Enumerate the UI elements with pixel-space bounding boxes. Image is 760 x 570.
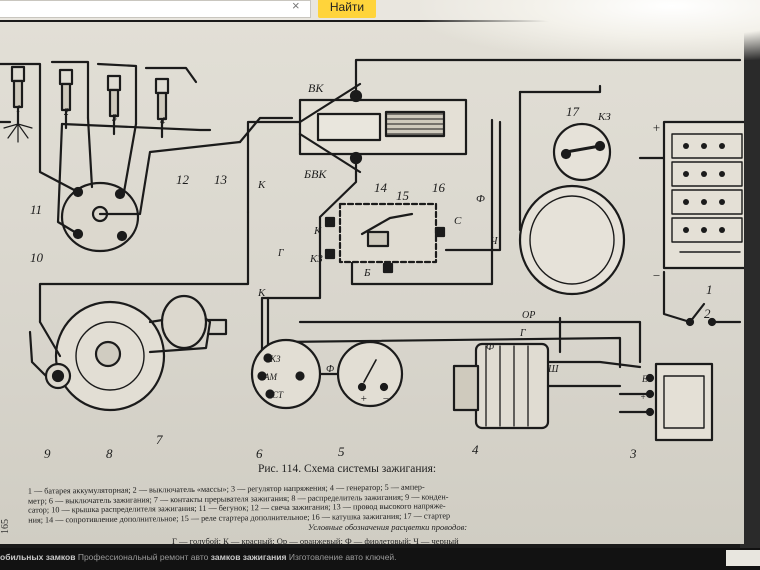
figure-legend: 1 — батарея аккумуляторная; 2 — выключат… <box>28 479 728 525</box>
label-14: 14 <box>374 180 388 195</box>
label-k-relay: К <box>313 225 322 237</box>
label-7: 7 <box>156 432 163 447</box>
label-kz-starter: КЗ <box>597 111 611 123</box>
label-13: 13 <box>214 172 228 187</box>
label-plus-battery: + <box>652 120 661 135</box>
ad-text-bold-2: замков зажигания <box>210 552 287 562</box>
label-ch: Ч <box>490 235 499 247</box>
label-minus-amm: − <box>382 393 389 405</box>
label-st: СТ <box>272 390 284 400</box>
label-bvk: БВК <box>303 167 327 181</box>
battery <box>662 120 744 270</box>
label-plus-reg: + <box>640 392 646 402</box>
page-number: 165 <box>0 519 11 534</box>
clear-search-icon[interactable]: × <box>292 0 300 13</box>
label-plus-amm: + <box>360 393 367 405</box>
ad-text-regular: Профессиональный ремонт авто <box>75 552 211 562</box>
ad-text-bold: обильных замков <box>0 552 76 562</box>
high-voltage-wire <box>238 116 294 144</box>
wire-colors-title: Условные обозначения расцветки проводов: <box>308 522 468 532</box>
label-16: 16 <box>432 180 446 195</box>
book-page: ВК БВК 14 16 15 13 12 11 10 17 КЗ + − 1 … <box>0 22 744 546</box>
ignition-wiring-diagram: ВК БВК 14 16 15 13 12 11 10 17 КЗ + − 1 … <box>0 58 744 475</box>
screen-corner <box>726 550 760 566</box>
distributor <box>38 294 228 412</box>
screen-glare <box>420 0 760 60</box>
label-vk: ВК <box>308 81 324 95</box>
label-f-coil: Ф <box>476 193 485 205</box>
label-2: 2 <box>704 306 711 321</box>
label-g-harness: Г <box>277 248 284 259</box>
label-12: 12 <box>176 172 190 187</box>
label-f-amm: Ф <box>326 364 334 375</box>
starter-relay <box>324 202 446 274</box>
find-button[interactable]: Найти <box>318 0 376 18</box>
label-15: 15 <box>396 188 410 203</box>
ignition-coil <box>298 82 468 174</box>
label-plug-2: 2 <box>64 107 69 118</box>
label-minus-battery: − <box>652 268 661 283</box>
label-6: 6 <box>256 446 263 461</box>
label-b: Б <box>363 267 371 279</box>
condenser <box>28 330 72 390</box>
figure-caption: Рис. 114. Схема системы зажигания: <box>258 463 436 475</box>
label-k-switch: К <box>257 287 266 299</box>
generator <box>452 342 642 430</box>
label-g: Г <box>519 328 526 339</box>
search-input[interactable] <box>0 0 311 18</box>
label-1: 1 <box>706 282 713 297</box>
label-10: 10 <box>30 250 44 265</box>
spark-plugs <box>0 60 212 143</box>
distributor-cap <box>38 110 242 253</box>
label-4: 4 <box>472 442 479 457</box>
label-or: ОР <box>522 310 535 321</box>
label-sh: Ш <box>547 364 559 375</box>
label-5: 5 <box>338 444 345 459</box>
label-11: 11 <box>30 202 42 217</box>
bottom-ad-strip: обильных замков Профессиональный ремонт … <box>0 548 760 570</box>
label-kz-relay: КЗ <box>309 253 323 265</box>
label-17: 17 <box>566 104 580 119</box>
label-3: 3 <box>629 446 637 461</box>
ad-text-tail: Изготовление авто ключей. <box>286 552 397 562</box>
starter <box>518 90 626 296</box>
label-s: С <box>454 215 462 227</box>
label-e: Е <box>641 374 648 384</box>
label-8: 8 <box>106 446 113 461</box>
label-plug-1: 1 <box>16 104 21 115</box>
voltage-regulator <box>618 362 714 442</box>
label-am: АМ <box>263 372 277 382</box>
label-k-coil: К <box>257 179 266 191</box>
monitor-bezel <box>740 20 760 550</box>
wire-colors-legend: Г — голубой; К — красный; Ор — оранжевый… <box>172 536 459 546</box>
label-plug-3: 3 <box>111 113 117 124</box>
label-9: 9 <box>44 446 51 461</box>
ammeter <box>318 340 404 408</box>
ad-text[interactable]: обильных замков Профессиональный ремонт … <box>0 552 397 562</box>
label-f-gen: Ф <box>486 342 494 353</box>
ignition-switch <box>250 338 322 410</box>
mass-switch <box>685 302 742 327</box>
label-plug-4: 4 <box>160 116 165 127</box>
label-kz-switch: КЗ <box>269 354 281 364</box>
